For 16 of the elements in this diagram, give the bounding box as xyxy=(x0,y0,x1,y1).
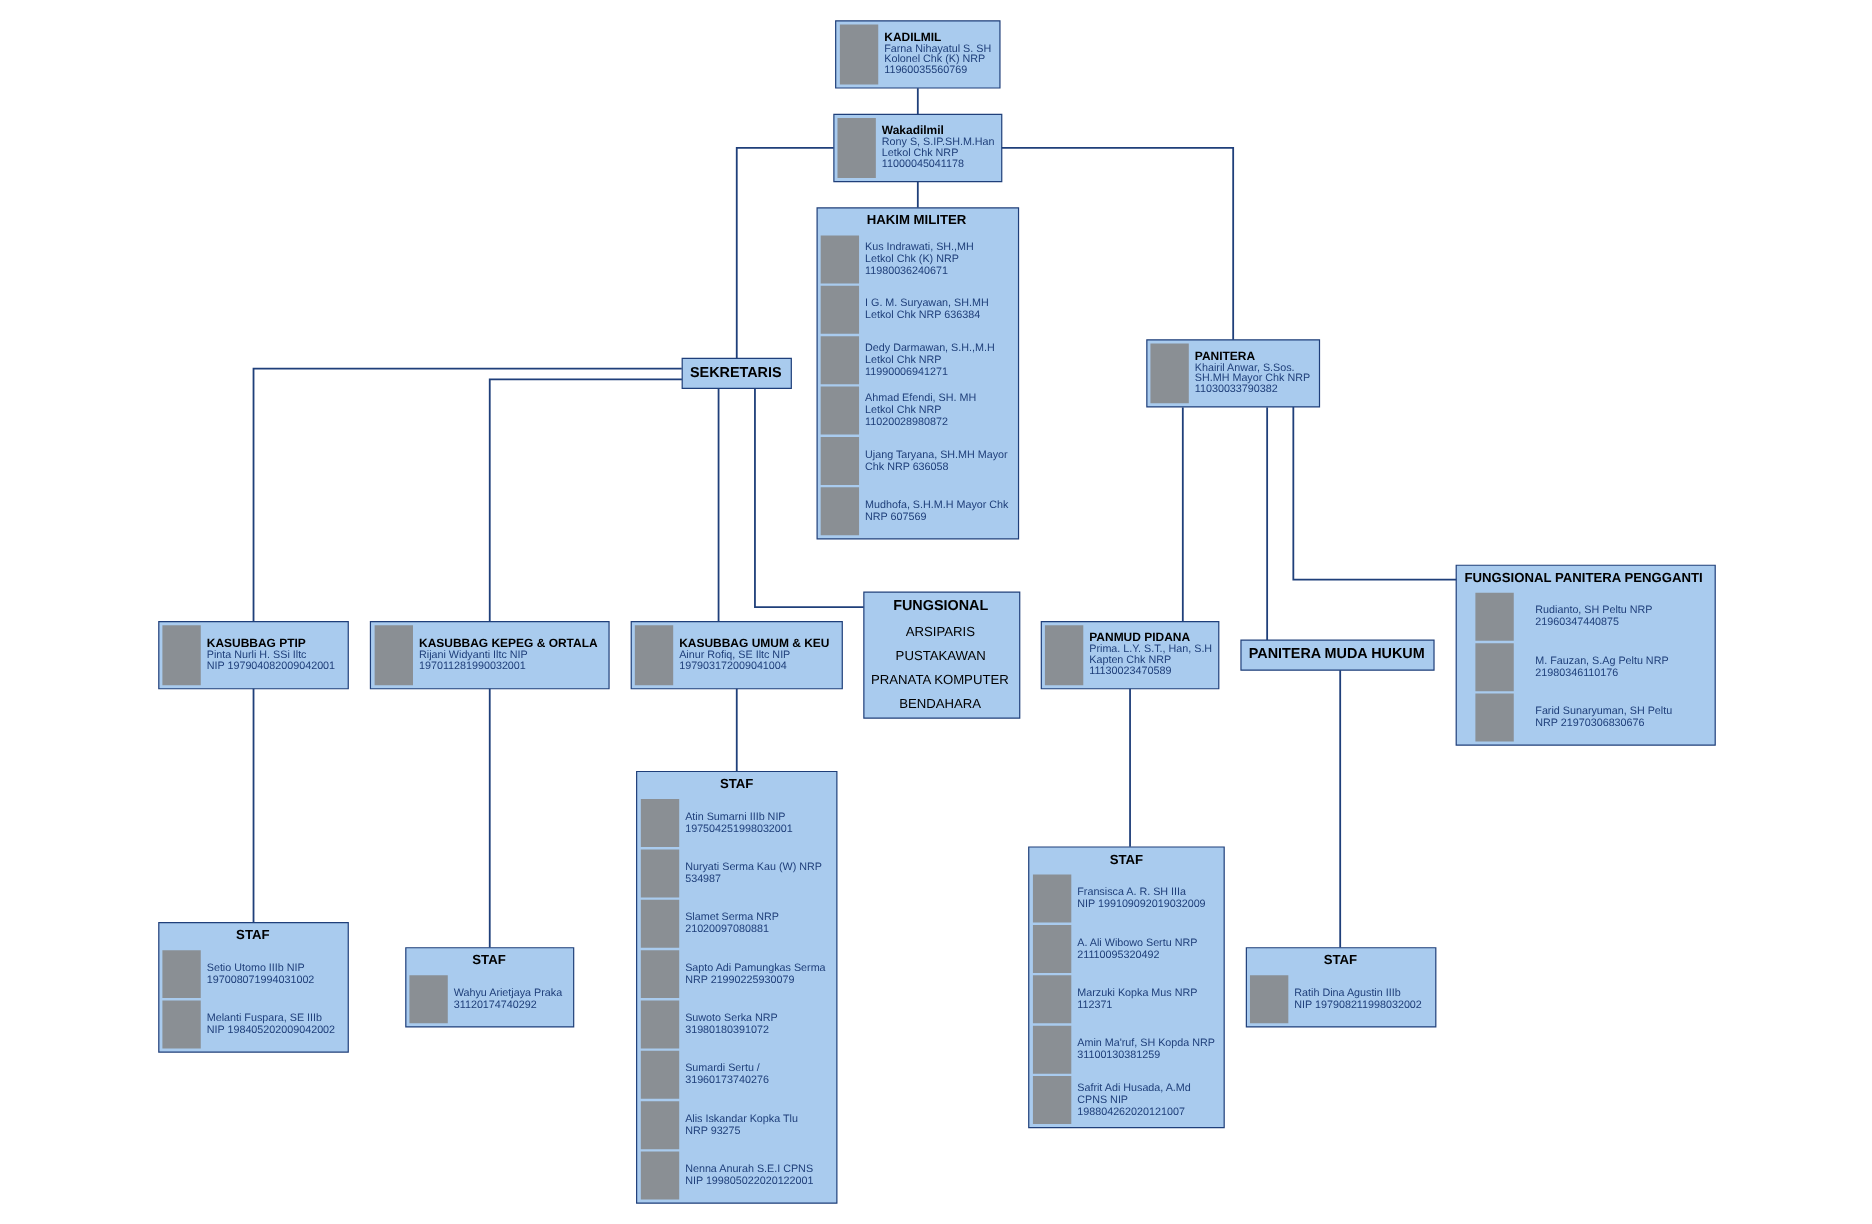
connector xyxy=(716,387,719,623)
connector xyxy=(1265,406,1268,641)
connector xyxy=(1180,406,1183,623)
connector xyxy=(734,687,737,773)
connector xyxy=(487,378,682,623)
connector xyxy=(915,180,918,209)
connector xyxy=(487,687,490,949)
connector xyxy=(1000,147,1234,341)
connector xyxy=(753,387,864,609)
connector xyxy=(251,687,254,924)
connector xyxy=(1338,669,1341,949)
connector xyxy=(251,367,682,623)
connector xyxy=(1128,687,1130,848)
connector xyxy=(734,147,834,360)
connector xyxy=(1291,406,1457,581)
connector xyxy=(915,87,918,116)
